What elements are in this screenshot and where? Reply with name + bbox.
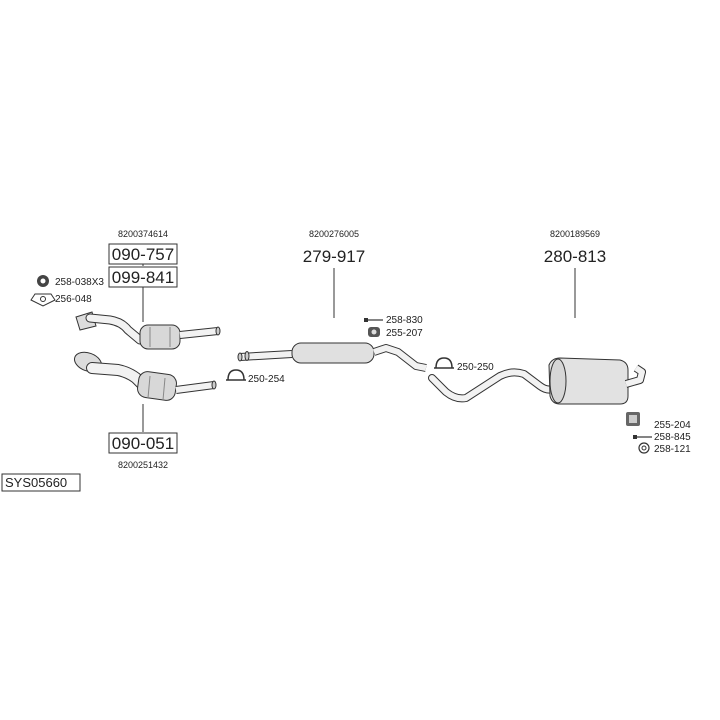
part-code-279-917: 279-917 — [303, 247, 365, 266]
bolt-icon — [364, 318, 383, 322]
leader-lines — [142, 262, 576, 432]
clamp-icon — [226, 369, 246, 381]
clamp-icon — [434, 357, 454, 369]
fitting-label: 255-207 — [386, 328, 423, 339]
upper-catalytic-converter — [75, 311, 221, 350]
washer-icon — [638, 442, 650, 454]
fitting-label: 250-254 — [248, 374, 285, 385]
part-code-099-841: 099-841 — [112, 268, 174, 287]
part-code-090-757: 090-757 — [112, 245, 174, 264]
fitting-label: 250-250 — [457, 362, 494, 373]
rubber-mount-icon — [626, 412, 640, 426]
fitting-label: 258-121 — [654, 444, 691, 455]
fitting-label: 258-830 — [386, 315, 423, 326]
rubber-hanger-icon — [368, 327, 380, 337]
fitting-label: 256-048 — [55, 294, 92, 305]
nut-icon — [37, 275, 49, 287]
system-id: SYS05660 — [5, 475, 67, 490]
fitting-label: 255-204 — [654, 420, 691, 431]
part-code-090-051: 090-051 — [112, 434, 174, 453]
gasket-icon — [30, 293, 56, 307]
fitting-label: 258-038X3 — [55, 277, 104, 288]
oe-number-upper-cat: 8200374614 — [118, 229, 168, 239]
bolt-icon — [633, 435, 652, 439]
oe-number-rear: 8200189569 — [550, 229, 600, 239]
oe-number-middle: 8200276005 — [309, 229, 359, 239]
lower-catalytic-converter — [73, 351, 217, 401]
fitting-label: 258-845 — [654, 432, 691, 443]
middle-muffler — [237, 342, 427, 372]
part-code-280-813: 280-813 — [544, 247, 606, 266]
rear-muffler — [428, 357, 646, 405]
oe-number-lower-cat: 8200251432 — [118, 460, 168, 470]
